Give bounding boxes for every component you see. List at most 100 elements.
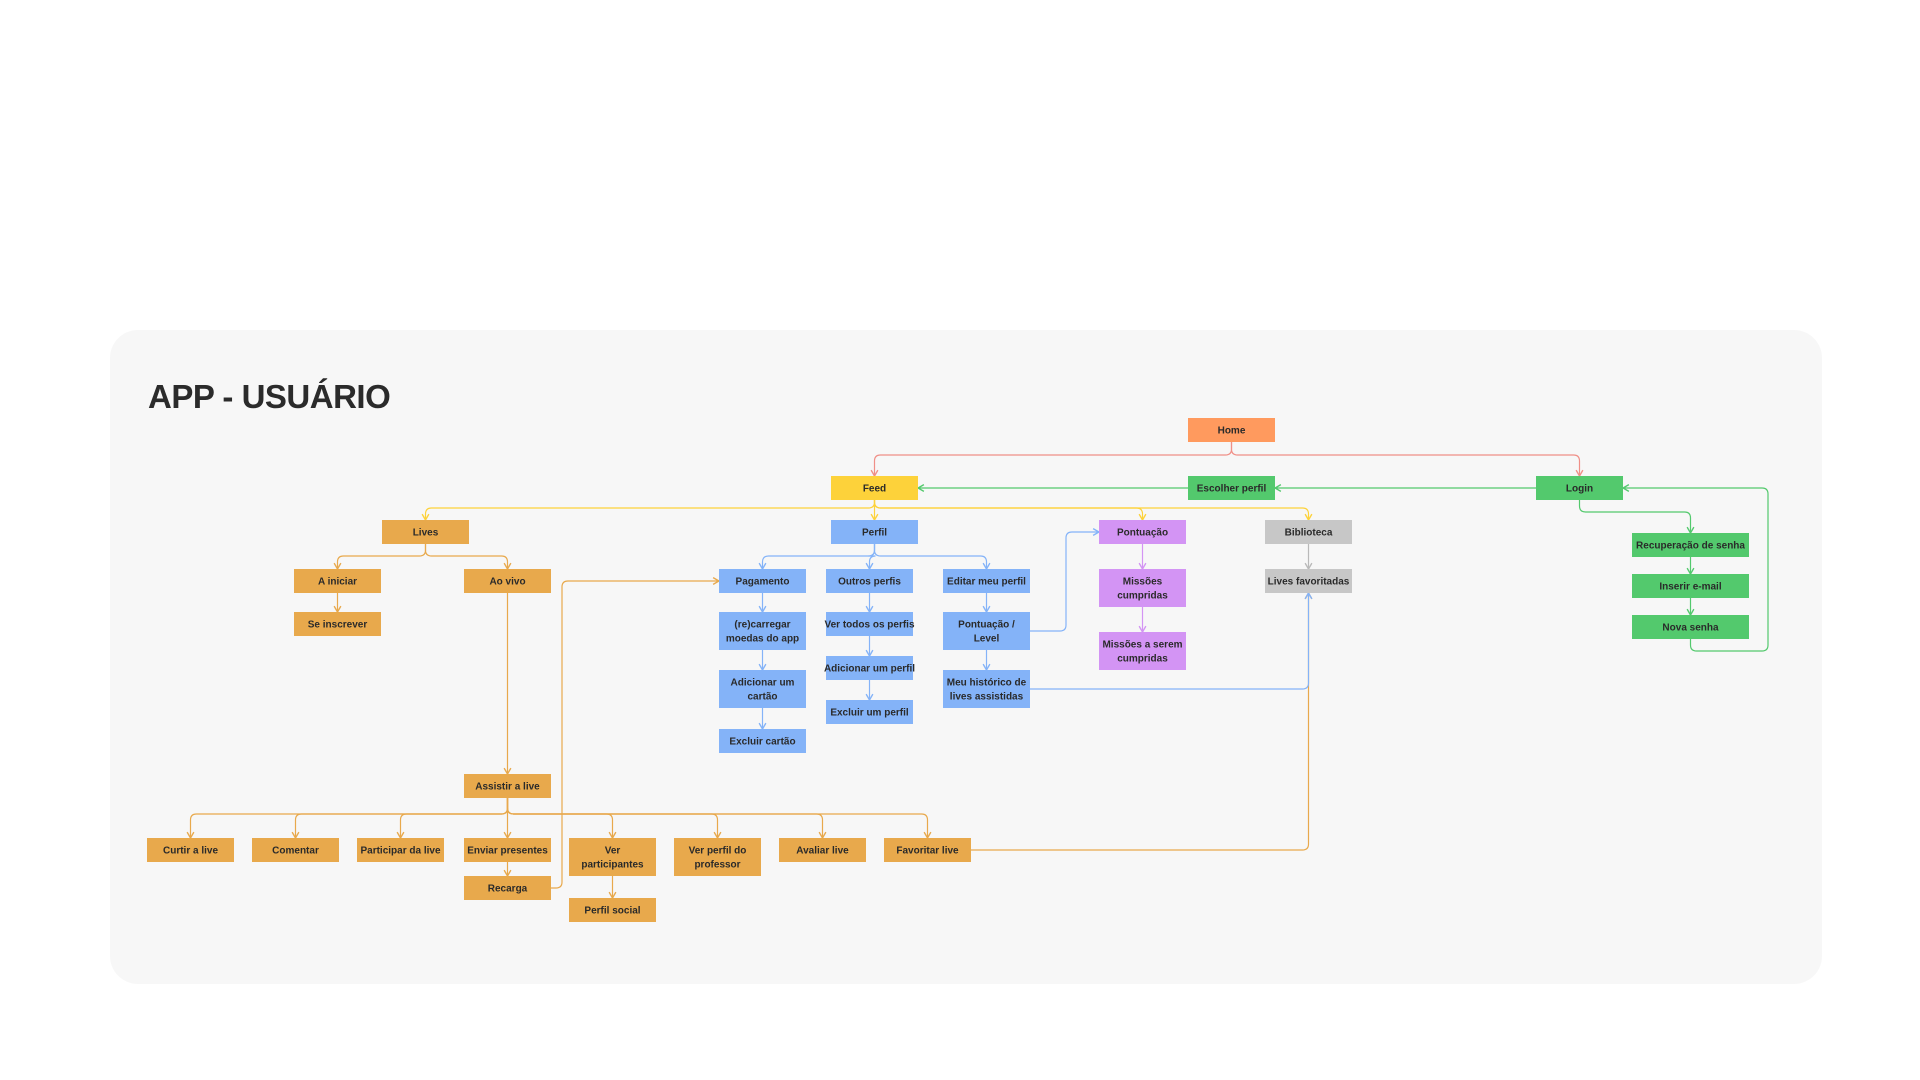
node-box-outros <box>826 569 913 593</box>
node-aIniciar[interactable]: A iniciar <box>294 569 381 593</box>
node-excCartao[interactable]: Excluir cartão <box>719 729 806 753</box>
node-label-excPerfil: Excluir um perfil <box>830 708 909 719</box>
node-label-livesFav: Lives favoritadas <box>1268 577 1350 588</box>
node-pagamento[interactable]: Pagamento <box>719 569 806 593</box>
node-label-perfil: Perfil <box>862 528 887 539</box>
node-box-pontuacao <box>1099 520 1186 544</box>
node-box-escolher <box>1188 476 1275 500</box>
node-recarga[interactable]: Recarga <box>464 876 551 900</box>
node-label-escolher: Escolher perfil <box>1197 484 1267 495</box>
node-box-nova <box>1632 615 1749 639</box>
node-label-pagamento: Pagamento <box>736 577 790 588</box>
node-avaliar[interactable]: Avaliar live <box>779 838 866 862</box>
edge-nova-to-login <box>1621 484 1769 652</box>
node-home[interactable]: Home <box>1188 418 1275 442</box>
node-label-outros: Outros perfis <box>838 577 901 588</box>
node-comentar[interactable]: Comentar <box>252 838 339 862</box>
node-box-historico <box>943 670 1030 708</box>
edge-pontLevel-to-pontuacao <box>1030 528 1101 632</box>
edge-assistir-to-verPart <box>506 798 617 840</box>
node-pontuacao[interactable]: Pontuação <box>1099 520 1186 544</box>
edge-recarga-to-pagamento <box>551 577 721 889</box>
node-label-recarga: Recarga <box>488 884 528 895</box>
node-label-curtir: Curtir a live <box>163 846 218 857</box>
board-title: APP - USUÁRIO <box>148 378 391 415</box>
node-box-enviar <box>464 838 551 862</box>
node-label-feed: Feed <box>863 484 886 495</box>
node-box-verProf <box>674 838 761 876</box>
node-box-seInscrever <box>294 612 381 636</box>
edge-feed-to-pontuacao <box>873 500 1147 522</box>
node-label-biblioteca: Biblioteca <box>1285 528 1333 539</box>
node-box-assistir <box>464 774 551 798</box>
node-label-home: Home <box>1218 426 1246 437</box>
node-box-biblioteca <box>1265 520 1352 544</box>
edge-favoritar-to-livesFav <box>971 591 1313 851</box>
node-login[interactable]: Login <box>1536 476 1623 500</box>
node-perfil[interactable]: Perfil <box>831 520 918 544</box>
node-label-addPerfil: Adicionar um perfil <box>824 664 915 675</box>
node-escolher[interactable]: Escolher perfil <box>1188 476 1275 500</box>
node-curtir[interactable]: Curtir a live <box>147 838 234 862</box>
node-label-editar: Editar meu perfil <box>947 577 1026 588</box>
node-aoVivo[interactable]: Ao vivo <box>464 569 551 593</box>
node-favoritar[interactable]: Favoritar live <box>884 838 971 862</box>
node-box-perfil <box>831 520 918 544</box>
node-label-recuperacao: Recuperação de senha <box>1636 541 1745 552</box>
node-perfilSocial[interactable]: Perfil social <box>569 898 656 922</box>
node-livesFav[interactable]: Lives favoritadas <box>1265 569 1352 593</box>
node-participar[interactable]: Participar da live <box>357 838 444 862</box>
node-enviar[interactable]: Enviar presentes <box>464 838 551 862</box>
node-editar[interactable]: Editar meu perfil <box>943 569 1030 593</box>
node-biblioteca[interactable]: Biblioteca <box>1265 520 1352 544</box>
node-seInscrever[interactable]: Se inscrever <box>294 612 381 636</box>
node-box-avaliar <box>779 838 866 862</box>
node-nova[interactable]: Nova senha <box>1632 615 1749 639</box>
node-label-enviar: Enviar presentes <box>467 846 548 857</box>
edge-lives-to-aIniciar <box>333 544 427 571</box>
node-verTodos[interactable]: Ver todos os perfis <box>824 612 915 636</box>
node-box-recuperacao <box>1632 533 1749 557</box>
node-recuperacao[interactable]: Recuperação de senha <box>1632 533 1749 557</box>
node-lives[interactable]: Lives <box>382 520 469 544</box>
node-box-curtir <box>147 838 234 862</box>
diagram-board <box>110 330 1822 984</box>
edge-assistir-to-avaliar <box>506 798 827 840</box>
node-outros[interactable]: Outros perfis <box>826 569 913 593</box>
node-label-perfilSocial: Perfil social <box>584 906 640 917</box>
node-pontLevel[interactable]: Pontuação /Level <box>943 612 1030 650</box>
node-box-addPerfil <box>826 656 913 680</box>
edge-historico-to-livesFav <box>1030 591 1313 690</box>
node-label-aIniciar: A iniciar <box>318 577 357 588</box>
node-box-addCartao <box>719 670 806 708</box>
edge-perfil-to-pagamento <box>758 544 876 571</box>
node-label-inserir: Inserir e-mail <box>1659 582 1721 593</box>
node-inserir[interactable]: Inserir e-mail <box>1632 574 1749 598</box>
node-addPerfil[interactable]: Adicionar um perfil <box>824 656 915 680</box>
edge-home-to-feed <box>870 442 1233 478</box>
node-box-recarga <box>464 876 551 900</box>
node-box-recarregar <box>719 612 806 650</box>
node-box-participar <box>357 838 444 862</box>
node-box-missoesSerem <box>1099 632 1186 670</box>
node-assistir[interactable]: Assistir a live <box>464 774 551 798</box>
node-box-pontLevel <box>943 612 1030 650</box>
edges-layer <box>186 442 1769 900</box>
node-excPerfil[interactable]: Excluir um perfil <box>826 700 913 724</box>
node-label-nova: Nova senha <box>1662 623 1719 634</box>
node-feed[interactable]: Feed <box>831 476 918 500</box>
edge-feed-to-biblioteca <box>873 500 1313 522</box>
node-box-pagamento <box>719 569 806 593</box>
